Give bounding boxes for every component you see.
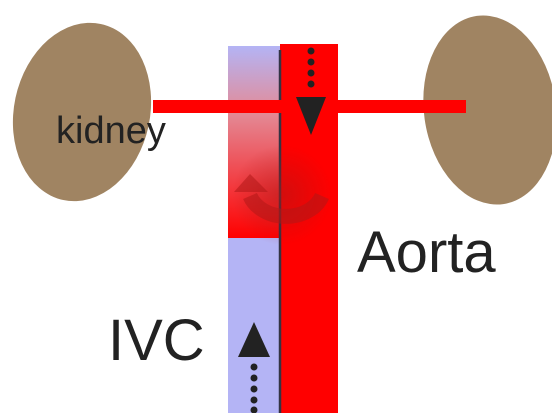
kidney-label: kidney xyxy=(56,112,166,150)
flow-dot xyxy=(308,48,315,55)
flow-dot xyxy=(251,375,258,382)
flow-dot xyxy=(308,59,315,66)
flow-dot xyxy=(251,386,258,393)
aorta-label: Aorta xyxy=(357,224,496,282)
flow-dot xyxy=(251,364,258,371)
flow-dot xyxy=(308,81,315,88)
ivc-label: IVC xyxy=(108,312,205,370)
flow-dot xyxy=(251,397,258,404)
flow-dot xyxy=(308,70,315,77)
